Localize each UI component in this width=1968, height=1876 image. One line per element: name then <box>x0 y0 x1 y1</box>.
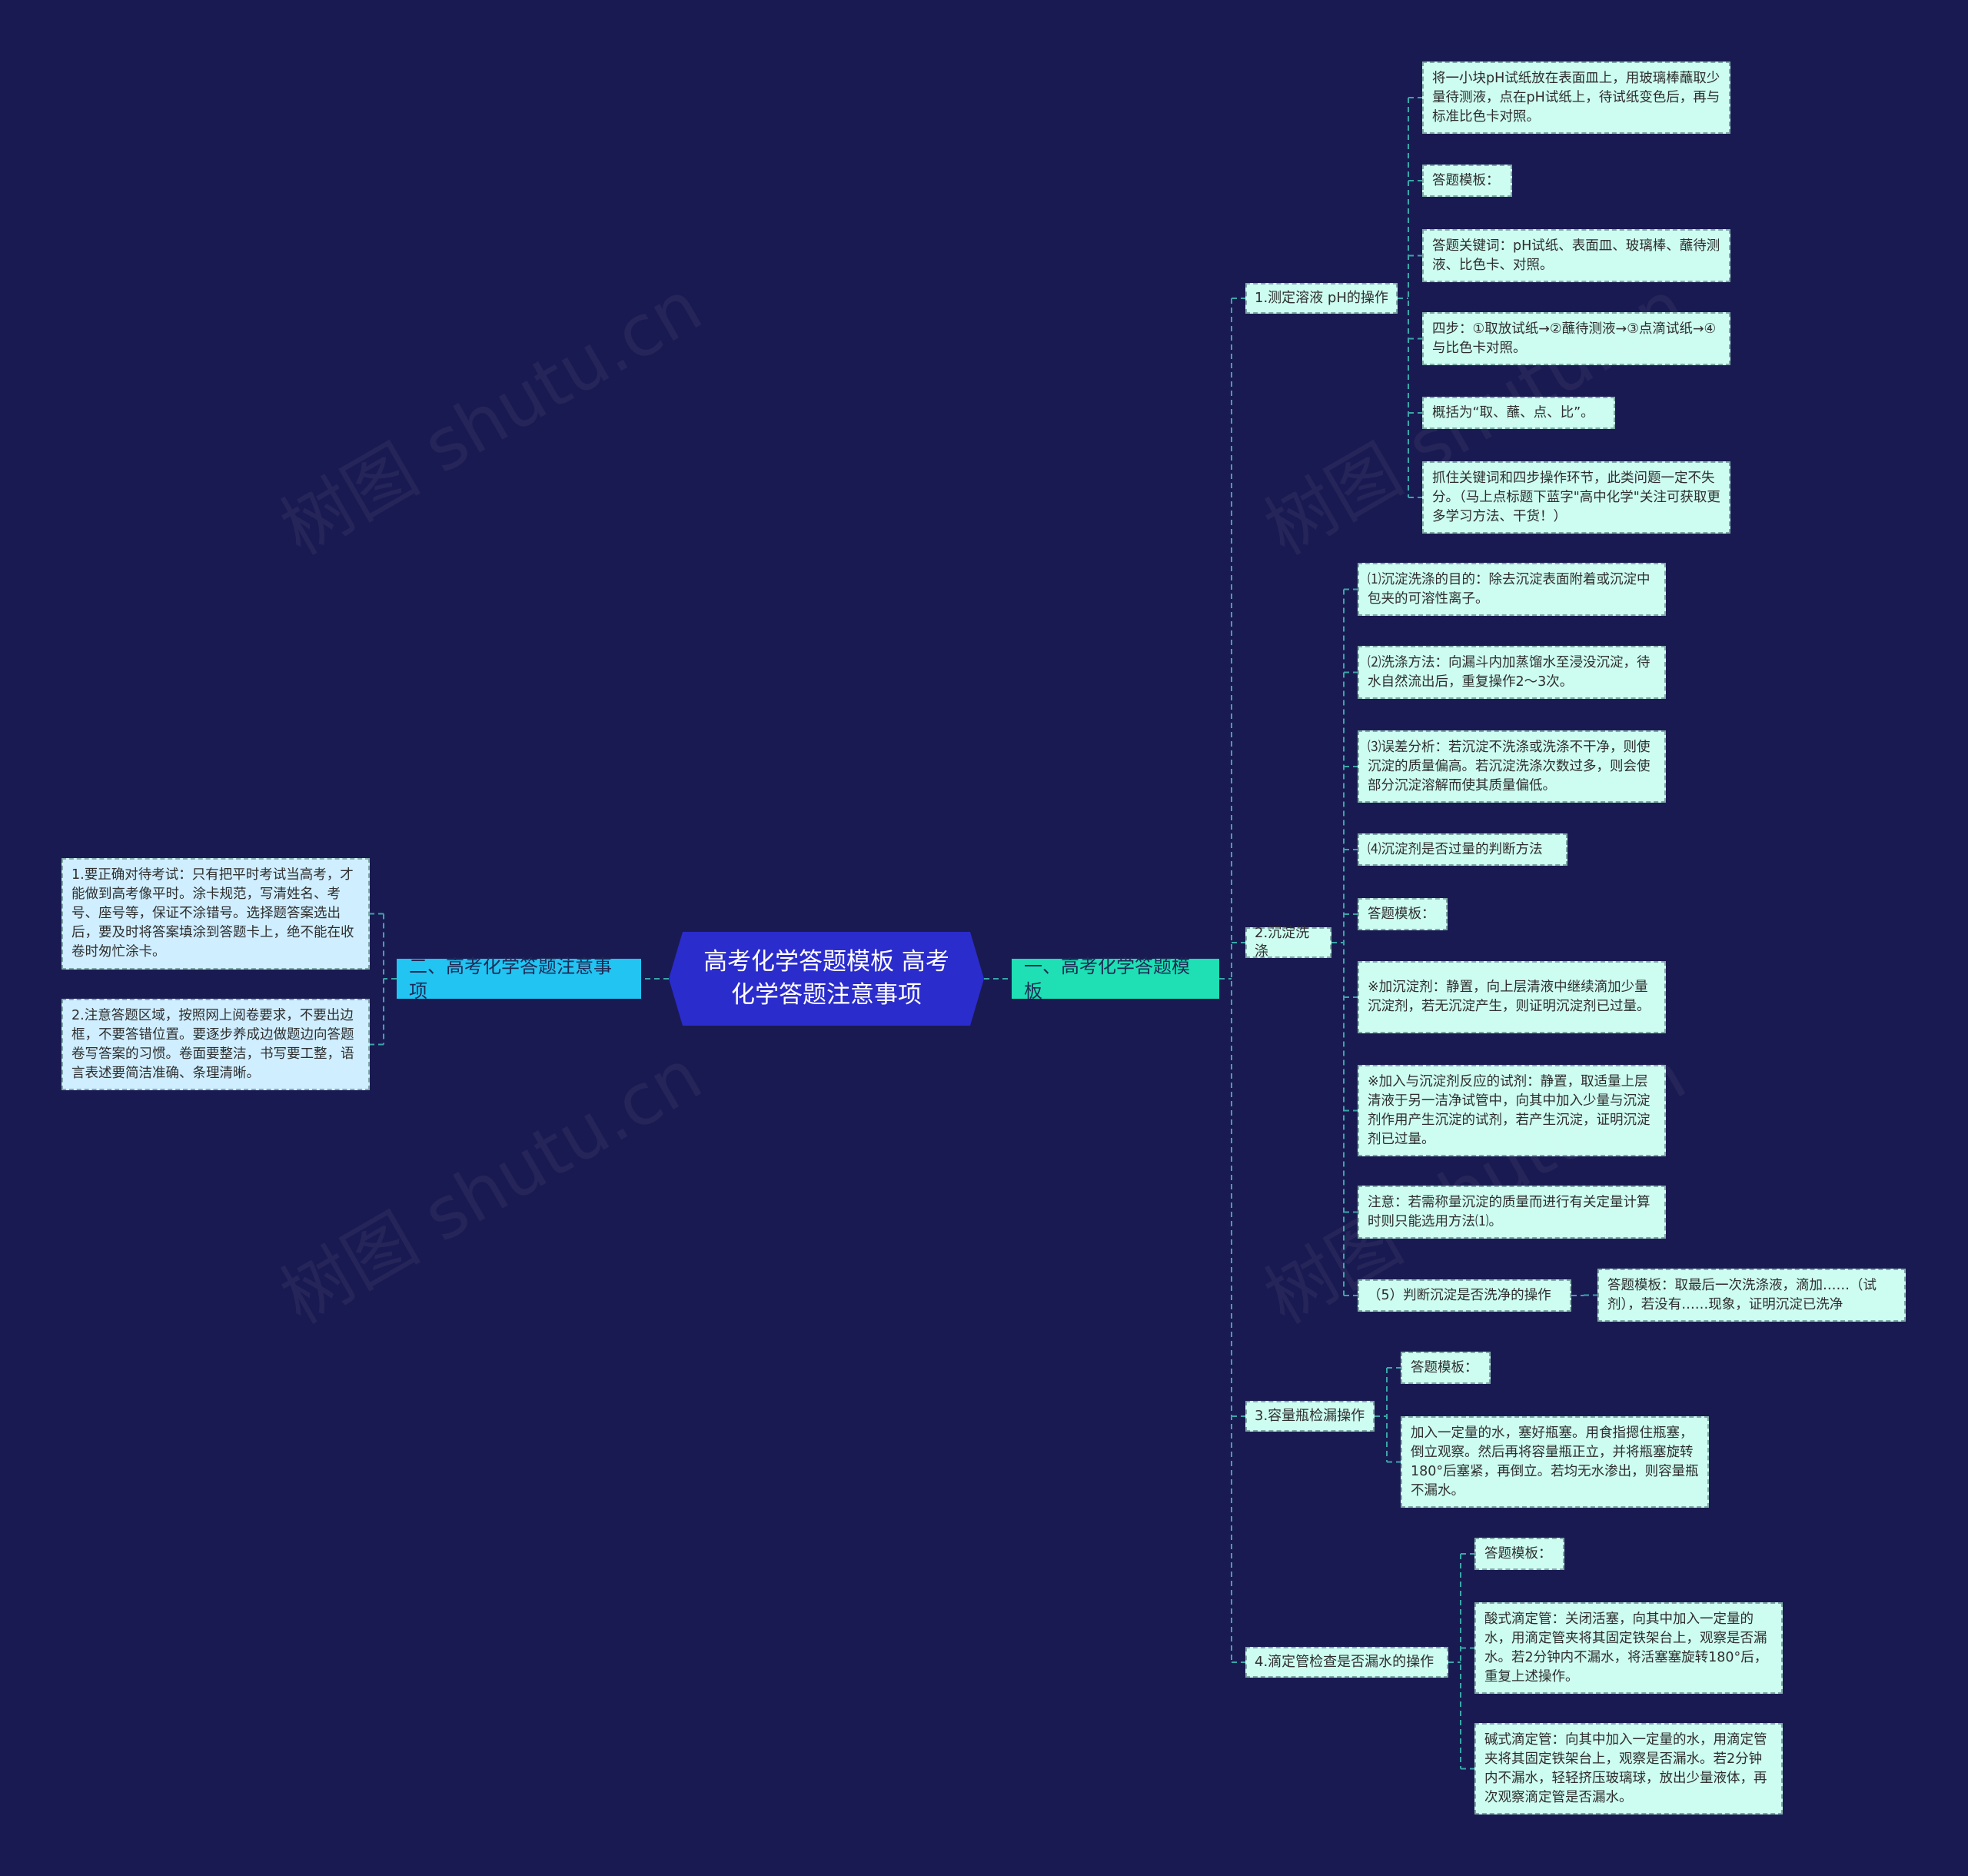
topic-precipitate-washing[interactable]: 2.沉淀洗涤 <box>1245 925 1331 960</box>
branch-answer-templates[interactable]: 一、高考化学答题模板 <box>1012 956 1219 1002</box>
washing-check-item[interactable]: （5）判断沉淀是否洗净的操作 <box>1358 1279 1571 1312</box>
washing-item: ⑶误差分析：若沉淀不洗涤或洗涤不干净，则使沉淀的质量偏高。若沉淀洗涤次数过多，则… <box>1358 730 1666 803</box>
ph-item: 将一小块pH试纸放在表面皿上，用玻璃棒蘸取少量待测液，点在pH试纸上，待试纸变色… <box>1422 62 1730 134</box>
ph-item: 概括为“取、蘸、点、比”。 <box>1422 397 1615 429</box>
topic-burette-leak-check[interactable]: 4.滴定管检查是否漏水的操作 <box>1245 1647 1448 1678</box>
central-topic[interactable]: 高考化学答题模板 高考化学答题注意事项 <box>669 932 984 1026</box>
washing-check-template: 答题模板：取最后一次洗涤液，滴加……（试剂），若没有……现象，证明沉淀已洗净 <box>1597 1269 1906 1322</box>
washing-item: ⑴沉淀洗涤的目的：除去沉淀表面附着或沉淀中包夹的可溶性离子。 <box>1358 563 1666 616</box>
exam-note-item: 1.要正确对待考试：只有把平时考试当高考，才能做到高考像平时。涂卡规范，写清姓名… <box>62 858 370 970</box>
washing-item: 注意：若需称量沉淀的质量而进行有关定量计算时则只能选用方法⑴。 <box>1358 1186 1666 1239</box>
flask-item: 答题模板： <box>1401 1352 1491 1384</box>
washing-item: ※加入与沉淀剂反应的试剂：静置，取适量上层清液于另一洁净试管中，向其中加入少量与… <box>1358 1065 1666 1156</box>
topic-volumetric-flask-leak[interactable]: 3.容量瓶检漏操作 <box>1245 1401 1375 1432</box>
washing-item: ⑵洗涤方法：向漏斗内加蒸馏水至浸没沉淀，待水自然流出后，重复操作2～3次。 <box>1358 646 1666 699</box>
burette-item: 答题模板： <box>1474 1538 1564 1570</box>
burette-item: 酸式滴定管：关闭活塞，向其中加入一定量的水，用滴定管夹将其固定铁架台上，观察是否… <box>1474 1602 1783 1694</box>
ph-item: 四步：①取放试纸→②蘸待测液→③点滴试纸→④与比色卡对照。 <box>1422 312 1730 365</box>
exam-note-item: 2.注意答题区域，按照网上阅卷要求，不要出边框，不要答错位置。要逐步养成边做题边… <box>62 999 370 1090</box>
flask-item: 加入一定量的水，塞好瓶塞。用食指摁住瓶塞，倒立观察。然后再将容量瓶正立，并将瓶塞… <box>1401 1416 1709 1508</box>
ph-item: 答题模板： <box>1422 165 1512 197</box>
washing-item: ※加沉淀剂：静置，向上层清液中继续滴加少量沉淀剂，若无沉淀产生，则证明沉淀剂已过… <box>1358 961 1666 1033</box>
ph-item: 答题关键词：pH试纸、表面皿、玻璃棒、蘸待测液、比色卡、对照。 <box>1422 229 1730 282</box>
branch-exam-notes[interactable]: 二、高考化学答题注意事项 <box>397 956 641 1002</box>
ph-item: 抓住关键词和四步操作环节，此类问题一定不失分。（马上点标题下蓝字"高中化学"关注… <box>1422 461 1730 534</box>
washing-item: ⑷沉淀剂是否过量的判断方法 <box>1358 833 1567 866</box>
washing-item: 答题模板： <box>1358 898 1448 930</box>
topic-ph-measurement[interactable]: 1.测定溶液 pH的操作 <box>1245 283 1398 314</box>
burette-item: 碱式滴定管：向其中加入一定量的水，用滴定管夹将其固定铁架台上，观察是否漏水。若2… <box>1474 1723 1783 1814</box>
